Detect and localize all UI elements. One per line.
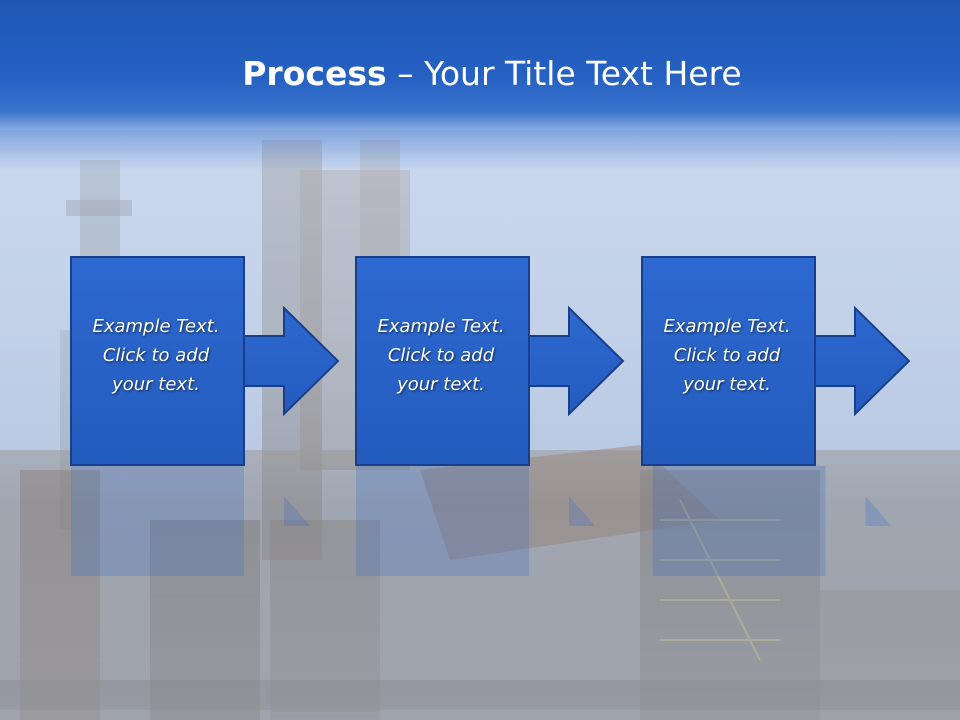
process-step-1[interactable]: Example Text. Click to add your text. — [70, 256, 410, 516]
step-1-text[interactable]: Example Text. Click to add your text. — [92, 316, 220, 395]
step-3-text[interactable]: Example Text. Click to add your text. — [663, 316, 791, 395]
step-1-shape — [70, 256, 340, 466]
right-arrow-icon — [812, 305, 911, 417]
process-step-3[interactable]: Example Text. Click to add your text. — [641, 256, 960, 516]
title-bold-text: Process — [242, 54, 387, 93]
process-step-2[interactable]: Example Text. Click to add your text. — [355, 256, 695, 516]
step-1-reflection — [71, 466, 310, 576]
step-2-reflection — [356, 466, 595, 576]
step-3-shape — [641, 256, 911, 466]
right-arrow-icon — [526, 305, 625, 417]
step-2-shape — [355, 256, 625, 466]
title-rest-text: – Your Title Text Here — [386, 54, 742, 93]
step-2-text[interactable]: Example Text. Click to add your text. — [377, 316, 505, 395]
slide-title[interactable]: Process – Your Title Text Here — [0, 52, 960, 96]
right-arrow-icon — [241, 305, 340, 417]
title-bar — [0, 0, 960, 170]
step-3-reflection — [652, 466, 892, 576]
